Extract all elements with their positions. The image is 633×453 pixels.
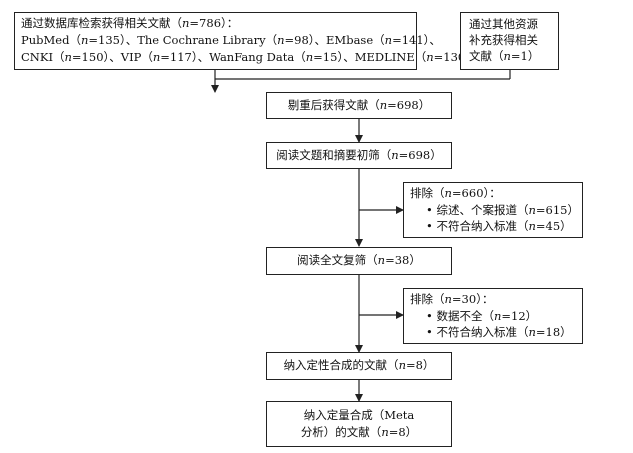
exclusion-1-item-2: • 不符合纳入标准（n=45） (426, 219, 572, 233)
exclusion-2-item-1: • 数据不全（n=12） (426, 309, 538, 323)
bullet-icon: • (426, 203, 433, 217)
other-sources-box: 通过其他资源 补充获得相关 文献（n=1） (460, 12, 559, 70)
db-search-title: 通过数据库检索获得相关文献（ (21, 16, 182, 30)
bullet-icon: • (426, 219, 433, 233)
title-abstract-screen-box: 阅读文题和摘要初筛（n=698） (266, 142, 452, 169)
qualitative-synthesis-box: 纳入定性合成的文献（n=8） (266, 352, 452, 380)
db-search-box: 通过数据库检索获得相关文献（n=786）： PubMed（n=135）、The … (14, 12, 477, 70)
dedup-box: 剔重后获得文献（n=698） (266, 92, 452, 119)
bullet-icon: • (426, 309, 433, 323)
exclusion-2-item-2: • 不符合纳入标准（n=18） (426, 325, 572, 339)
quantitative-synthesis-box: 纳入定量合成（Meta 分析）的文献（n=8） (266, 401, 452, 447)
db-list-line-1: PubMed（n=135）、The Cochrane Library（n=98）… (21, 33, 441, 47)
fulltext-screen-box: 阅读全文复筛（n=38） (266, 247, 452, 275)
db-list-line-2: CNKI（n=150）、VIP（n=117）、WanFang Data（n=15… (21, 50, 477, 64)
bullet-icon: • (426, 325, 433, 339)
exclusion-box-2: 排除（n=30）： • 数据不全（n=12） • 不符合纳入标准（n=18） (403, 288, 583, 344)
exclusion-1-item-1: • 综述、个案报道（n=615） (426, 203, 579, 217)
exclusion-box-1: 排除（n=660）： • 综述、个案报道（n=615） • 不符合纳入标准（n=… (403, 182, 583, 238)
